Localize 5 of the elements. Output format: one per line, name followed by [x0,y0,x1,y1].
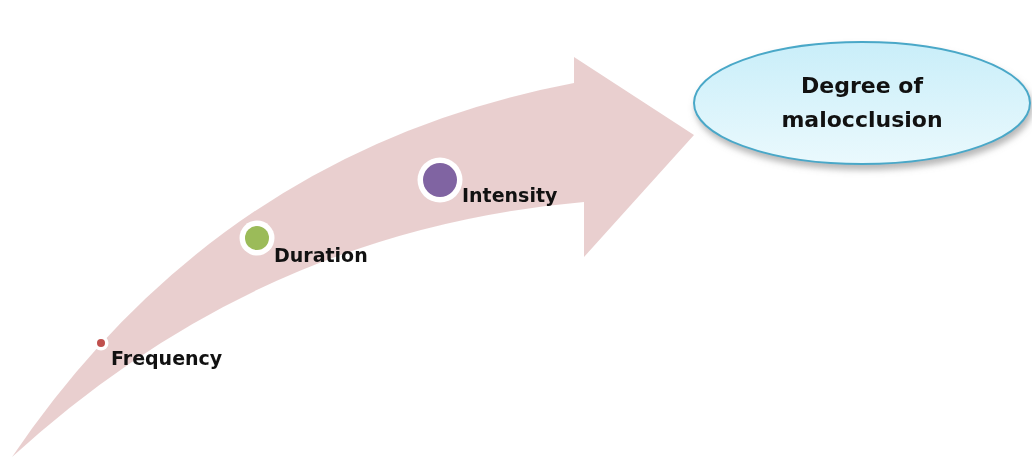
factor-label: Intensity [462,184,558,206]
outcome-label: Degree of malocclusion [780,72,944,134]
curved-arrow [12,57,694,457]
factor-label: Duration [274,244,368,266]
factor-label: Frequency [111,347,223,369]
